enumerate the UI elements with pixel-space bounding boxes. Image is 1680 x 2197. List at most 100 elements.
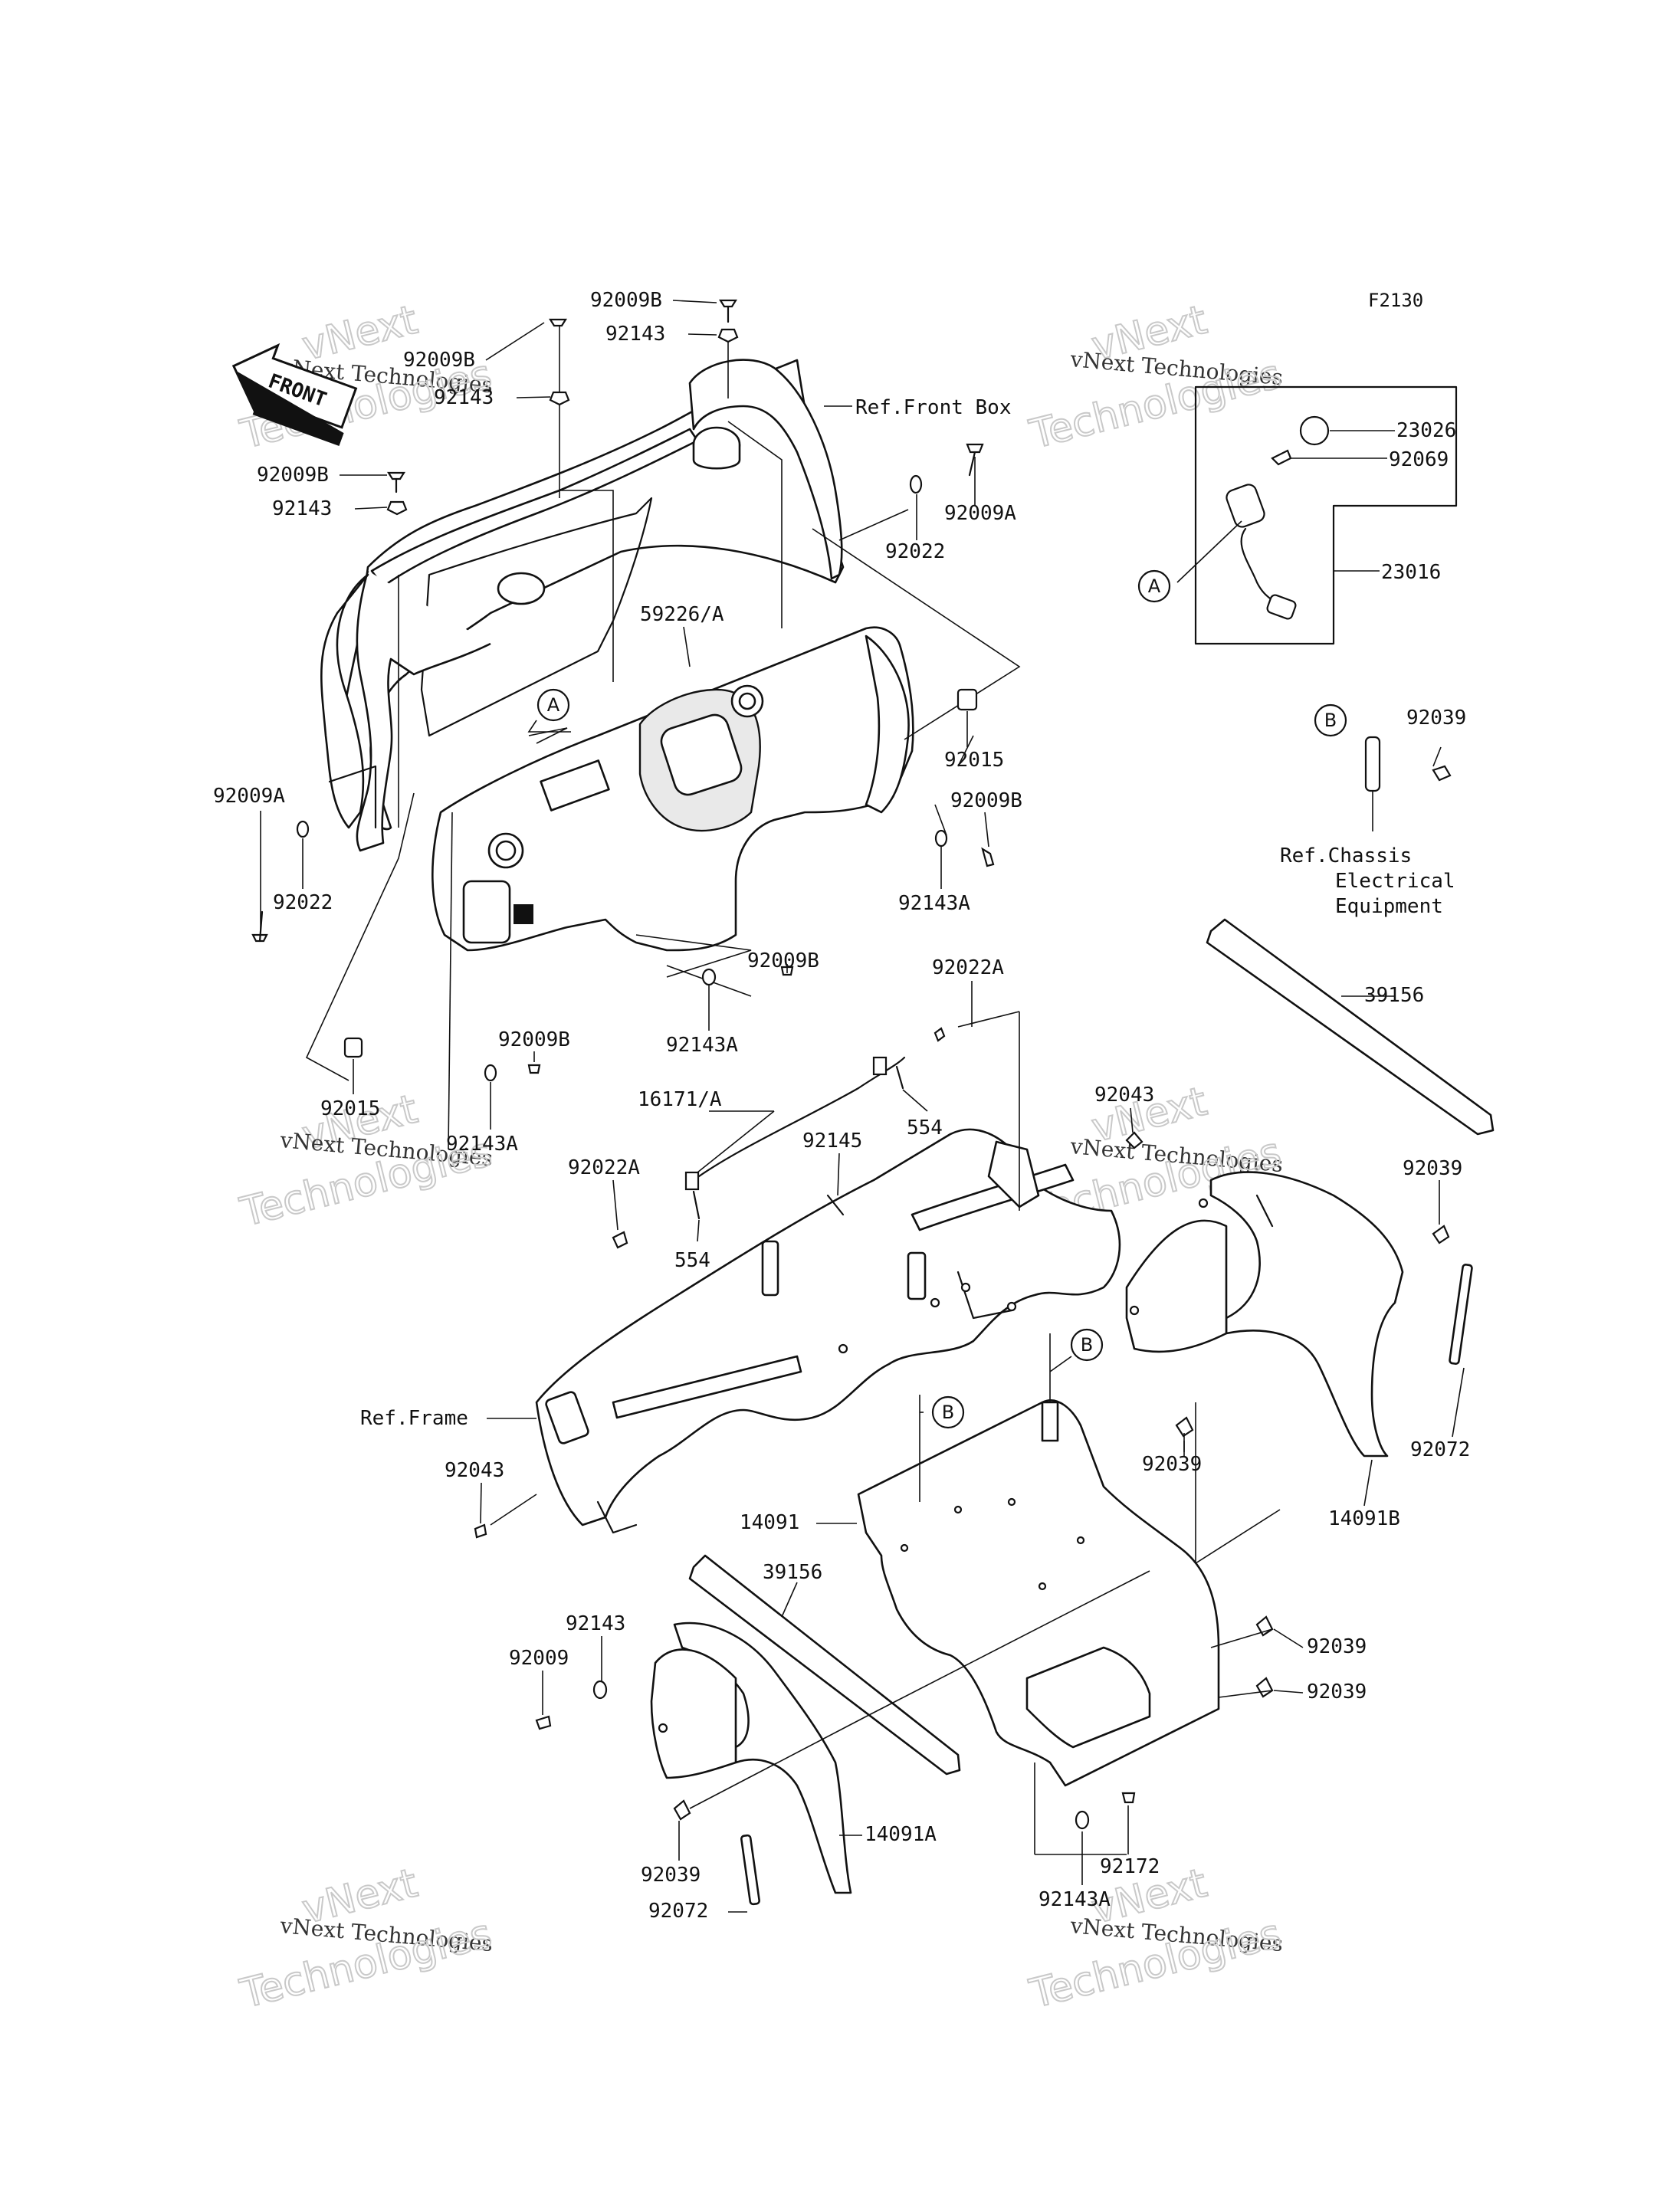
part-label: 92009B bbox=[498, 1028, 570, 1051]
part-label: 92043 bbox=[1094, 1084, 1154, 1107]
part-label: 92022 bbox=[273, 891, 333, 914]
grommet-icon bbox=[343, 1037, 363, 1058]
dash-switch-block bbox=[540, 759, 610, 812]
part-label: 14091B bbox=[1328, 1507, 1400, 1530]
dash-switch-dark bbox=[514, 904, 533, 924]
dash-cup-holder bbox=[462, 880, 511, 944]
screw-icon bbox=[981, 847, 995, 867]
cap-icon bbox=[1299, 415, 1330, 446]
washer-icon bbox=[296, 820, 310, 838]
fender-center-liner bbox=[1025, 1646, 1151, 1749]
screw-icon bbox=[1121, 1792, 1136, 1804]
screw-icon bbox=[535, 1715, 552, 1730]
washer-icon bbox=[386, 500, 408, 516]
watermark-bottom-left: vNext vNext Technologies Technologies bbox=[235, 1860, 497, 2018]
part-label: 14091 bbox=[740, 1511, 799, 1534]
watermark-top-right: vNext vNext Technologies Technologies bbox=[1025, 297, 1287, 459]
washer-icon bbox=[549, 391, 570, 406]
hardware-upper bbox=[251, 299, 995, 1082]
frame-cross-bar bbox=[612, 1355, 802, 1419]
part-label: 14091A bbox=[865, 1823, 937, 1846]
callout-markers: A A B B B bbox=[527, 569, 1347, 1429]
part-label: 92009B bbox=[950, 789, 1022, 812]
fender-14091a bbox=[650, 1554, 961, 1906]
part-label: 92145 bbox=[802, 1130, 862, 1153]
part-label: 23026 bbox=[1396, 419, 1456, 442]
washer-icon bbox=[701, 968, 717, 986]
hardware-lower bbox=[474, 1131, 1450, 1855]
callout-letter: B bbox=[942, 1402, 954, 1423]
fender-14091 bbox=[857, 1333, 1220, 1787]
part-label: 92039 bbox=[1142, 1453, 1202, 1476]
fender-14091b bbox=[1125, 1171, 1404, 1458]
part-label: 59226/A bbox=[640, 603, 724, 626]
ref-chassis-line3: Equipment bbox=[1335, 895, 1443, 918]
part-label: 92039 bbox=[1403, 1157, 1462, 1180]
part-label: 23016 bbox=[1381, 561, 1441, 584]
dash-left-fin bbox=[356, 570, 491, 852]
screw-icon bbox=[719, 299, 737, 308]
switch-body-icon bbox=[1226, 484, 1265, 528]
fender-right-main bbox=[1209, 1171, 1404, 1458]
part-label: 92015 bbox=[320, 1097, 380, 1120]
fender-center-tab bbox=[1041, 1401, 1059, 1442]
front-box-hump bbox=[688, 359, 843, 580]
part-label: 554 bbox=[674, 1249, 710, 1272]
clip-92072-left bbox=[740, 1834, 760, 1906]
part-label: 92069 bbox=[1389, 448, 1449, 471]
grommet-icon bbox=[956, 688, 978, 711]
frame-leg bbox=[596, 1500, 638, 1534]
part-label: 92143 bbox=[566, 1612, 625, 1635]
callout-letter: A bbox=[547, 694, 560, 716]
clip-92072-right bbox=[1449, 1264, 1473, 1365]
clip-554-left bbox=[692, 1190, 701, 1220]
part-label: 92009A bbox=[944, 502, 1016, 525]
ref-frame: Ref.Frame bbox=[360, 1407, 468, 1430]
part-label: 92039 bbox=[1307, 1681, 1367, 1703]
label-leaders bbox=[260, 300, 1465, 1913]
frame-post bbox=[761, 1240, 779, 1297]
part-label: 92022A bbox=[932, 956, 1004, 979]
callout-letter: B bbox=[1081, 1334, 1093, 1356]
washer-icon bbox=[484, 1064, 497, 1082]
clip-554-right bbox=[895, 1065, 904, 1090]
dash-right-end bbox=[865, 635, 910, 814]
callout-circle bbox=[1137, 569, 1171, 603]
part-label: 92143 bbox=[434, 386, 494, 409]
screw-icon bbox=[527, 1064, 541, 1074]
front-arrow: FRONT bbox=[231, 343, 358, 446]
clip-92145 bbox=[826, 1194, 845, 1216]
dash-display bbox=[660, 713, 743, 796]
switch-connector-icon bbox=[1266, 594, 1297, 620]
fender-left-main bbox=[673, 1622, 852, 1894]
part-label: 92143A bbox=[898, 892, 970, 915]
leader-lines-upper bbox=[305, 322, 1021, 1150]
front-box-cup-base bbox=[692, 444, 741, 470]
part-label: 92143 bbox=[605, 323, 665, 346]
screw-icon bbox=[966, 443, 984, 454]
part-label: 92009B bbox=[590, 289, 662, 312]
callout-circle bbox=[931, 1395, 965, 1429]
washer-icon bbox=[909, 474, 923, 494]
reference-labels: Ref.Front Box Ref.Chassis Electrical Equ… bbox=[360, 396, 1455, 1430]
washer-icon bbox=[612, 1231, 628, 1249]
diagram-code: F2130 bbox=[1368, 290, 1423, 311]
part-label: 92009 bbox=[509, 1647, 569, 1670]
fender-left-flap bbox=[650, 1648, 737, 1779]
dash-knob-right-inner bbox=[738, 692, 756, 710]
part-label: 92039 bbox=[1307, 1635, 1367, 1658]
dash-left-side-panel bbox=[320, 573, 369, 829]
washer-icon bbox=[717, 328, 739, 343]
dash-panel-59226 bbox=[320, 359, 914, 952]
rivet-icon bbox=[673, 1799, 691, 1821]
part-label-group: 92009B 92143 92009B 92143 92009B 92143 9… bbox=[213, 289, 1470, 1923]
part-label: 92143 bbox=[272, 497, 332, 520]
part-label: 92009A bbox=[213, 785, 285, 808]
part-label: 92009B bbox=[747, 949, 819, 972]
clamp-icon bbox=[1364, 736, 1381, 792]
washer-icon bbox=[592, 1680, 608, 1700]
ref-chassis-line1: Ref.Chassis bbox=[1280, 844, 1412, 867]
cable-16171 bbox=[612, 1011, 1020, 1249]
part-label: 39156 bbox=[763, 1561, 822, 1584]
